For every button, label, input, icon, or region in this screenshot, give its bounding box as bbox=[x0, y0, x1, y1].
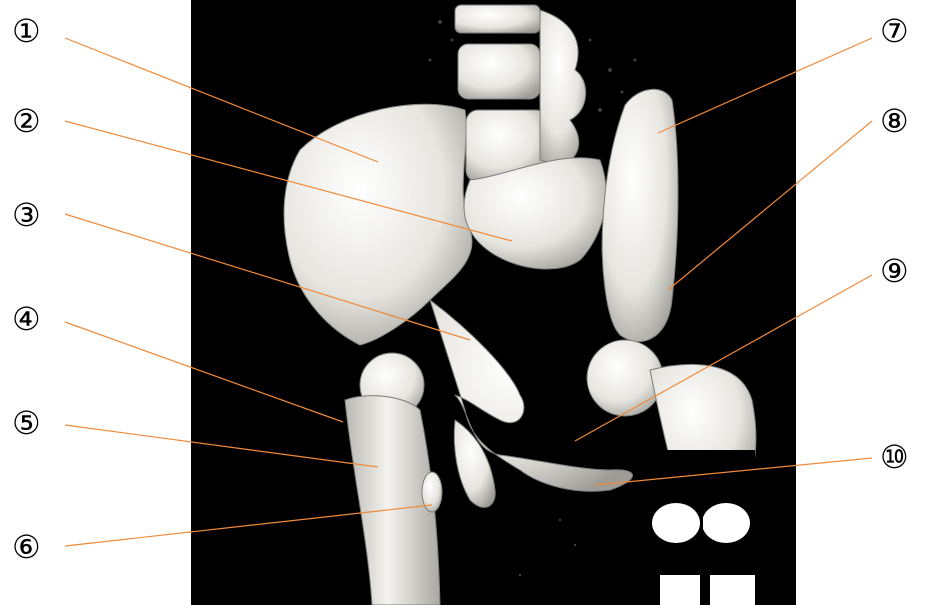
callout-4: ④ bbox=[12, 300, 41, 338]
callout-5: ⑤ bbox=[12, 404, 41, 442]
callout-6: ⑥ bbox=[12, 528, 41, 566]
callout-10: ⑩ bbox=[880, 438, 909, 476]
lumbar-spine bbox=[455, 5, 586, 182]
callout-8: ⑧ bbox=[880, 102, 909, 140]
callout-7: ⑦ bbox=[880, 12, 909, 50]
callout-3: ③ bbox=[12, 196, 41, 234]
callout-1: ① bbox=[12, 12, 41, 50]
callout-2: ② bbox=[12, 102, 41, 140]
callout-9: ⑨ bbox=[880, 252, 909, 290]
inset-axial-slice bbox=[640, 450, 755, 605]
